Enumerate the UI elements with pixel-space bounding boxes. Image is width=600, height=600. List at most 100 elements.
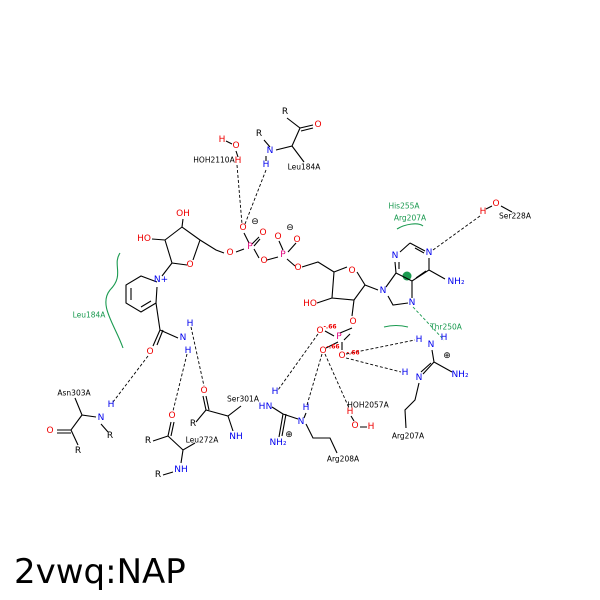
atom-label: N <box>416 373 423 383</box>
atom-label: N <box>266 402 273 412</box>
atom-label: O <box>319 346 326 356</box>
asn303-bonds <box>57 397 109 446</box>
residue-label-asn303a: Asn303A <box>57 389 91 398</box>
pi-interaction-marker <box>402 271 412 281</box>
residue-label-leu184a: Leu184A <box>288 163 322 172</box>
residue-label-hoh2057a: HOH2057A <box>347 401 389 410</box>
adenine-bonds <box>385 242 446 306</box>
atom-label: NH <box>174 465 188 475</box>
atom-label: R <box>107 431 113 441</box>
pyridine-ring-bonds <box>125 275 179 347</box>
atom-label: HO <box>303 299 317 309</box>
atom-label: O <box>294 263 301 273</box>
atom-label: P <box>280 250 286 260</box>
atom-label: N <box>267 146 274 156</box>
partial-charge: -.66 <box>326 344 339 351</box>
atom-label: O <box>348 266 355 276</box>
atom-label: O <box>492 199 499 209</box>
hbond-phosphate-arg207-b <box>345 357 402 373</box>
hoh2057-bonds <box>350 415 367 428</box>
hbond-amide-asn303 <box>112 355 149 403</box>
atom-label: O <box>293 235 300 245</box>
atom-label: NH₂ <box>451 370 469 380</box>
hydrophobic-contact-his255-arg207 <box>396 223 424 230</box>
pyrophosphate-bonds <box>235 232 335 273</box>
atom-label: R <box>282 107 288 117</box>
negative-charge: ⊖ <box>251 217 259 227</box>
residue-label-arg208a: Arg208A <box>327 455 360 464</box>
atom-label: N <box>392 251 399 261</box>
partial-charge: -.66 <box>323 324 336 331</box>
atom-label: O <box>274 232 281 242</box>
atom-label: O <box>314 120 321 130</box>
diagram-title: 2vwq:NAP <box>14 552 186 592</box>
atom-label: O <box>338 351 345 361</box>
atom-label: H <box>441 333 448 343</box>
residue-label-leu184a-hydrophobic: Leu184A <box>73 311 107 320</box>
hbond-adenine-arg207 <box>412 306 445 341</box>
atom-label: N <box>428 340 435 350</box>
atom-label: H <box>272 387 279 397</box>
residue-label-leu272a: Leu272A <box>186 436 220 445</box>
atom-label: H <box>402 368 409 378</box>
atom-label: R <box>75 446 81 456</box>
ser228-bonds <box>485 205 513 213</box>
hydrophobic-contact-thr250 <box>383 324 409 328</box>
atom-label: H <box>187 319 194 329</box>
atom-label: N <box>298 417 305 427</box>
atom-label: N <box>98 413 105 423</box>
atom-label: HO <box>137 234 151 244</box>
positive-charge: ⊕ <box>285 430 293 440</box>
ser301-bonds <box>195 395 242 432</box>
atom-label: P <box>247 242 253 252</box>
residue-label-his255a: His255A <box>388 202 420 211</box>
atom-label: H <box>416 335 423 345</box>
atom-label: R <box>155 470 161 480</box>
negative-charge: ⊖ <box>286 223 294 233</box>
phosphate-2prime-bonds <box>324 330 351 350</box>
hoh2110-bonds <box>225 140 239 158</box>
hbond-hoh2110-phosphate <box>236 164 243 225</box>
atom-label: O <box>226 248 233 258</box>
atom-label: P <box>336 332 342 342</box>
atom-label: O <box>239 223 246 233</box>
atom-label: O <box>260 256 267 266</box>
leu272-bonds <box>152 421 196 476</box>
atom-label: O <box>351 421 358 431</box>
atom-label: O <box>146 347 153 357</box>
atom-label: H <box>347 407 354 417</box>
atom-label: O <box>200 386 207 396</box>
atom-label: N <box>380 286 387 296</box>
atom-label: O <box>316 326 323 336</box>
atom-label: N+ <box>154 275 168 285</box>
atom-label: R <box>190 419 196 429</box>
adenosine-ribose-bonds <box>316 266 379 334</box>
atom-label: N <box>409 298 416 308</box>
atom-label: H <box>219 135 226 145</box>
atom-label: H <box>108 400 115 410</box>
atom-label: O <box>232 141 239 151</box>
hbond-ser228-adenine <box>432 215 481 251</box>
hbond-phosphate-arg207-a <box>345 339 416 355</box>
partial-charge: -.66 <box>346 350 359 357</box>
hydrophobic-contact-leu184 <box>105 252 124 349</box>
atom-label: NH₂ <box>447 277 465 287</box>
residue-label-arg207a-hydrophobic: Arg207A <box>394 214 427 223</box>
atom-label: H <box>263 160 270 170</box>
residue-label-thr250a: Thr250A <box>429 323 463 332</box>
atom-label: N <box>426 248 433 258</box>
atom-label: R <box>256 129 262 139</box>
atom-label: O <box>259 228 266 238</box>
atom-label: O <box>168 411 175 421</box>
hbond-phosphate-arg208-b <box>306 353 323 406</box>
hbond-leu184-phosphate <box>244 169 267 225</box>
atom-label: O <box>46 426 53 436</box>
atom-label: H <box>185 346 192 356</box>
atom-label: H <box>303 403 310 413</box>
residue-label-arg207a: Arg207A <box>392 432 425 441</box>
atom-label: H <box>235 156 242 166</box>
residue-label-hoh2110a: HOH2110A <box>193 156 235 165</box>
hbond-phosphate-hoh2057 <box>324 353 350 409</box>
